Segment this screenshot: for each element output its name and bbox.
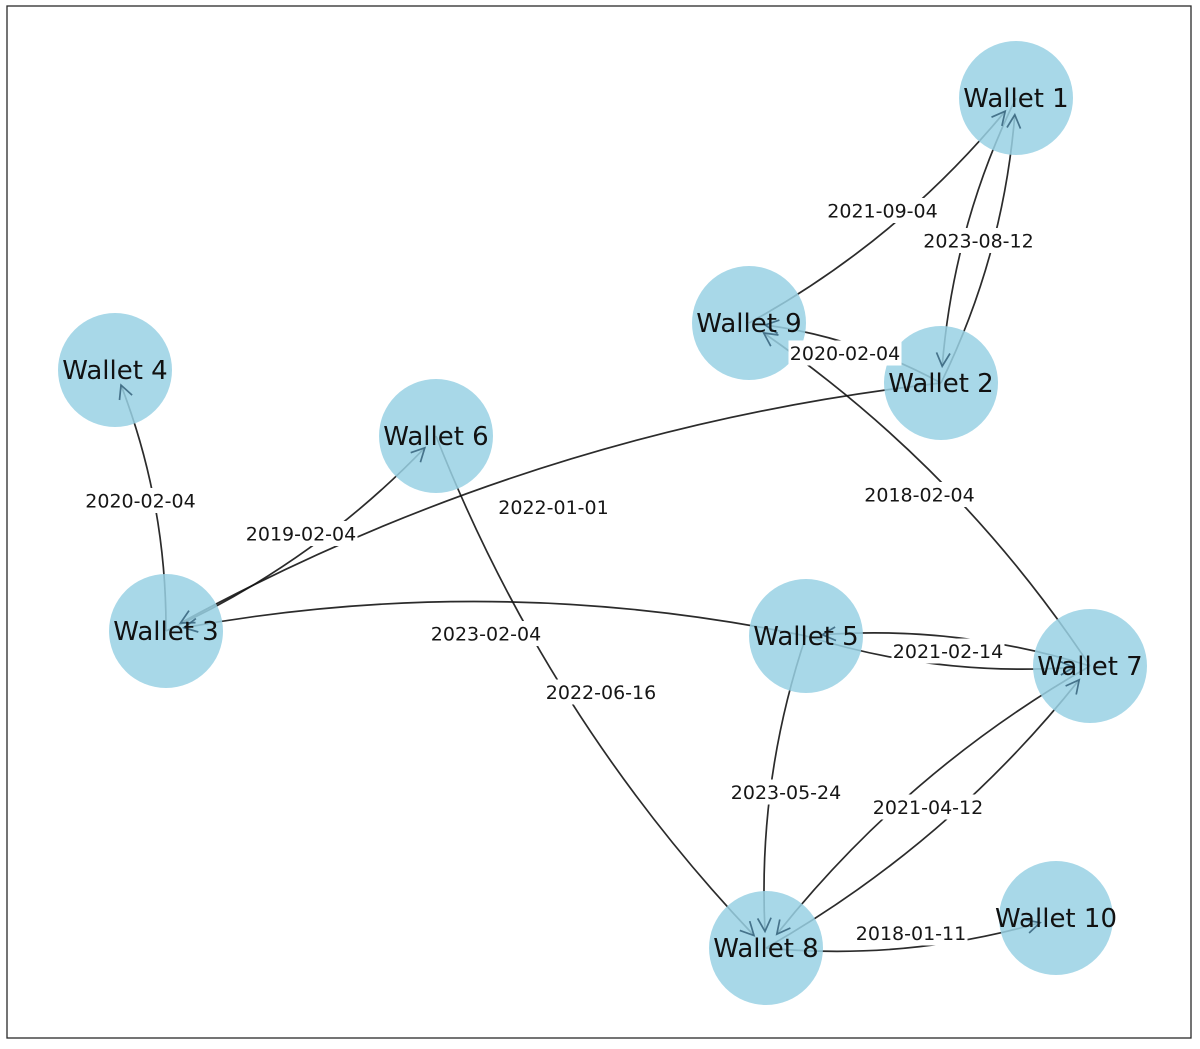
- edge-label-wallet-2-to-wallet-9: 2020-02-04: [790, 343, 900, 365]
- edge-label-box-wallet-7-to-wallet-9: [863, 482, 976, 507]
- arrowhead-wallet-7-to-wallet-5: [820, 626, 837, 642]
- node-label-wallet-7: Wallet 7: [1037, 652, 1142, 682]
- arrowhead-wallet-1-to-wallet-2: [935, 352, 951, 369]
- edge-labels-layer: 2021-09-04 2023-08-12 2020-02-04 2018-02-04…: [84, 198, 1035, 946]
- arrowhead-wallet-2-to-wallet-9: [763, 319, 780, 335]
- edge-label-wallet-2-to-wallet-1: 2023-08-12: [923, 231, 1033, 253]
- nodes-layer: [58, 41, 1147, 1005]
- edge-wallet-2-to-wallet-3: [180, 382, 942, 624]
- arrowhead-wallet-9-to-wallet-1: [991, 109, 1007, 127]
- edge-label-box-wallet-5-to-wallet-7: [891, 638, 1005, 664]
- arrowhead-wallet-6-to-wallet-8: [739, 920, 756, 937]
- arrowhead-wallet-8-to-wallet-7: [1065, 678, 1081, 695]
- edge-label-box-wallet-5-to-wallet-8: [729, 779, 843, 805]
- edge-label-box-wallet-2-to-wallet-9: [788, 340, 902, 366]
- plot-border: [6, 5, 1192, 1039]
- edge-label-box-wallet-8-to-wallet-10: [854, 920, 968, 946]
- edge-wallet-5-to-wallet-3: [183, 600, 807, 637]
- edge-label-wallet-6-to-wallet-8: 2022-06-16: [546, 682, 656, 704]
- node-wallet-9: [692, 266, 806, 380]
- node-label-wallet-4: Wallet 4: [62, 356, 167, 386]
- node-label-wallet-6: Wallet 6: [383, 422, 488, 452]
- edge-label-wallet-5-to-wallet-8: 2023-05-24: [731, 782, 841, 804]
- edge-label-wallet-3-to-wallet-4: 2020-02-04: [85, 491, 195, 513]
- edge-label-box-wallet-6-to-wallet-8: [544, 679, 658, 705]
- node-label-wallet-8: Wallet 8: [713, 934, 818, 964]
- arrowhead-wallet-7-to-wallet-9: [762, 331, 779, 347]
- node-wallet-5: [749, 579, 863, 693]
- edge-label-box-wallet-2-to-wallet-3: [497, 494, 610, 520]
- edge-label-wallet-7-to-wallet-9: 2018-02-04: [864, 485, 974, 507]
- edge-label-box-wallet-2-to-wallet-1: [922, 228, 1035, 253]
- node-label-wallet-5: Wallet 5: [753, 622, 858, 652]
- node-wallet-3: [109, 574, 223, 688]
- node-wallet-10: [999, 861, 1113, 975]
- node-labels-layer: Wallet 1 Wallet 2 Wallet 3 Wallet 4 Wallet 5…: [62, 84, 1142, 964]
- edge-label-wallet-9-to-wallet-1: 2021-09-04: [827, 201, 937, 223]
- node-wallet-8: [709, 891, 823, 1005]
- node-wallet-1: [959, 41, 1073, 155]
- node-label-wallet-9: Wallet 9: [696, 309, 801, 339]
- edge-label-box-wallet-8-to-wallet-7: [871, 794, 985, 820]
- node-wallet-6: [379, 379, 493, 493]
- arrowhead-wallet-5-to-wallet-7: [1059, 660, 1076, 676]
- edge-label-box-wallet-5-to-wallet-3: [429, 621, 543, 646]
- arrowhead-wallet-3-to-wallet-4: [118, 383, 133, 401]
- node-label-wallet-10: Wallet 10: [995, 904, 1117, 934]
- node-wallet-7: [1033, 609, 1147, 723]
- edge-label-box-wallet-3-to-wallet-4: [84, 488, 197, 513]
- arrowhead-wallet-3-to-wallet-6: [410, 446, 427, 463]
- arrowhead-wallet-8-to-wallet-10: [1025, 919, 1042, 934]
- edge-label-wallet-8-to-wallet-10: 2018-01-11: [856, 923, 966, 945]
- node-label-wallet-3: Wallet 3: [113, 617, 218, 647]
- node-wallet-4: [58, 313, 172, 427]
- edge-label-wallet-8-to-wallet-7: 2021-04-12: [873, 797, 983, 819]
- edge-label-wallet-5-to-wallet-7: 2021-02-14: [893, 641, 1003, 663]
- arrowhead-wallet-5-to-wallet-8: [756, 917, 772, 934]
- edge-label-wallet-3-to-wallet-6: 2019-02-04: [246, 524, 356, 546]
- arrowhead-wallet-5-to-wallet-3: [182, 617, 199, 633]
- arrowhead-wallet-7-to-wallet-8: [775, 919, 791, 936]
- edge-label-wallet-2-to-wallet-3: 2022-01-01: [498, 497, 608, 519]
- arrowhead-wallet-2-to-wallet-1: [1006, 112, 1022, 129]
- edge-label-box-wallet-9-to-wallet-1: [826, 198, 939, 223]
- node-label-wallet-1: Wallet 1: [963, 84, 1068, 114]
- arrowheads-layer: [118, 109, 1081, 937]
- node-wallet-2: [884, 326, 998, 440]
- node-label-wallet-2: Wallet 2: [888, 369, 993, 399]
- edge-label-box-wallet-3-to-wallet-6: [244, 521, 358, 546]
- edge-label-wallet-5-to-wallet-3: 2023-02-04: [431, 624, 541, 646]
